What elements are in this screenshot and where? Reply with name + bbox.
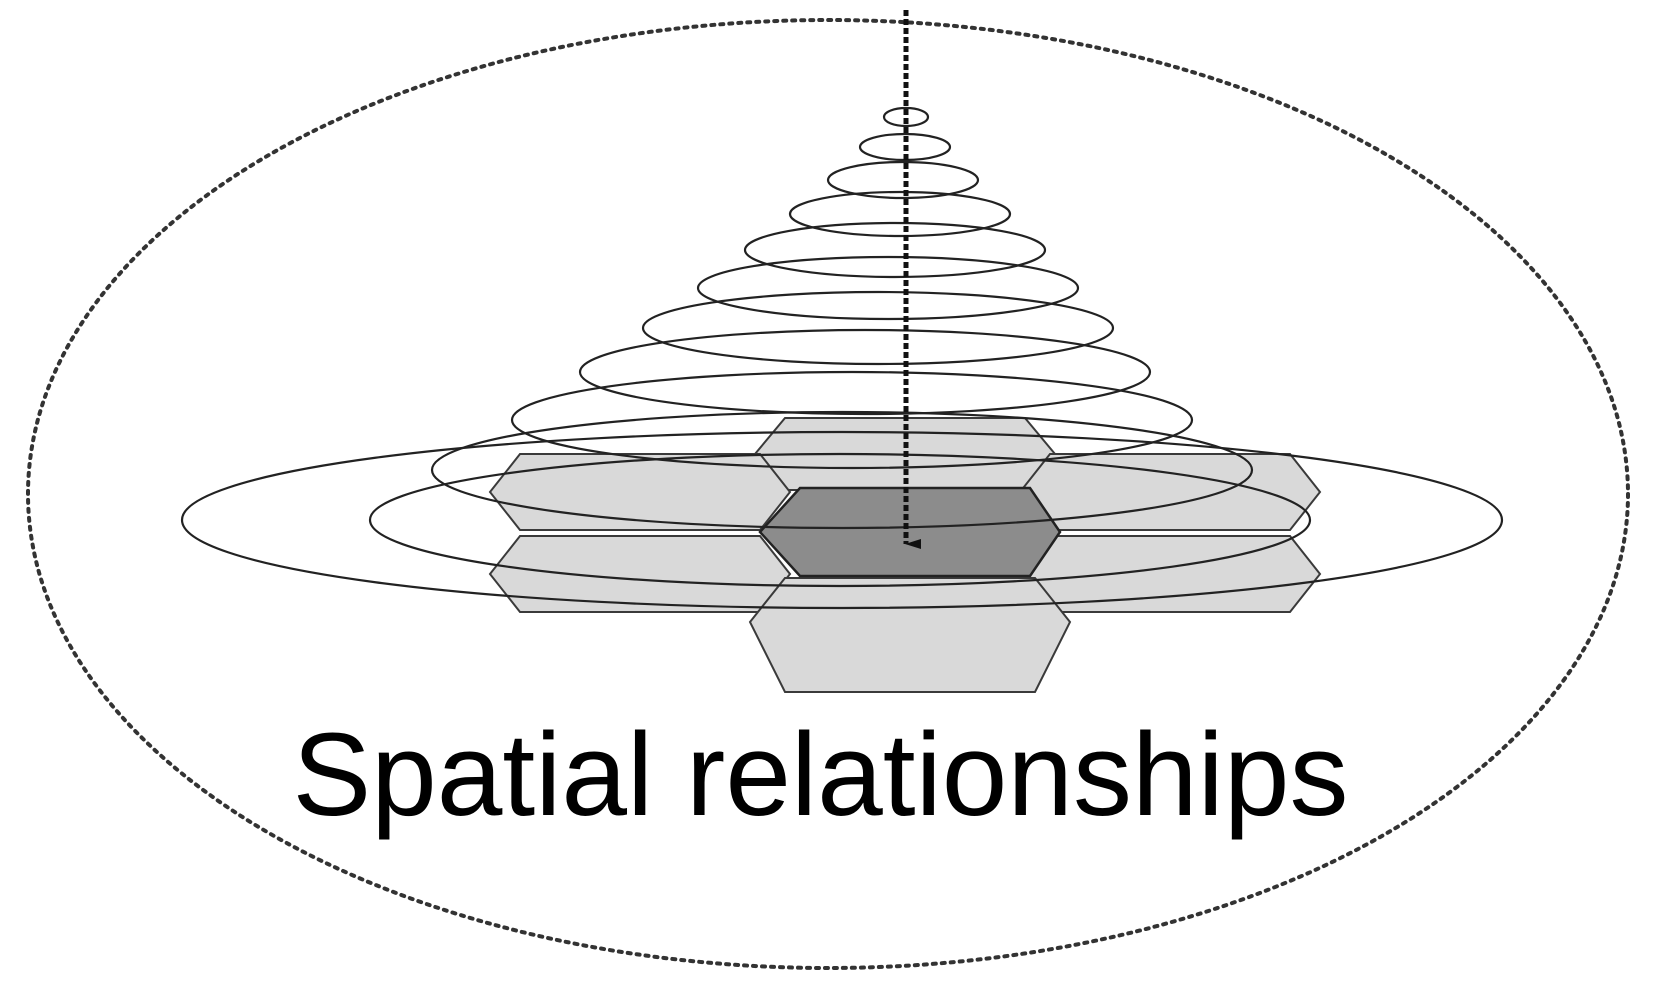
hexagon-grid bbox=[488, 417, 1322, 693]
ring-1 bbox=[882, 106, 930, 128]
hex-cell-bottom bbox=[748, 577, 1072, 693]
ring-9 bbox=[510, 370, 1194, 470]
hex-cell-lower-left bbox=[488, 535, 792, 613]
ring-7 bbox=[641, 290, 1115, 366]
ring-5 bbox=[743, 221, 1047, 279]
neighbourhood-rings bbox=[180, 106, 1504, 610]
hex-cell-lower-right bbox=[1018, 535, 1322, 613]
ring-3 bbox=[826, 160, 980, 200]
ring-6 bbox=[696, 255, 1080, 321]
hex-cell-center bbox=[758, 486, 1062, 578]
ring-8 bbox=[578, 328, 1152, 416]
diagram-caption: Spatial relationships bbox=[292, 709, 1349, 841]
outer-boundary-ellipse bbox=[26, 18, 1630, 970]
ring-4 bbox=[788, 190, 1012, 238]
ring-10 bbox=[430, 410, 1254, 530]
ring-12 bbox=[180, 430, 1504, 610]
ring-11 bbox=[368, 452, 1312, 588]
